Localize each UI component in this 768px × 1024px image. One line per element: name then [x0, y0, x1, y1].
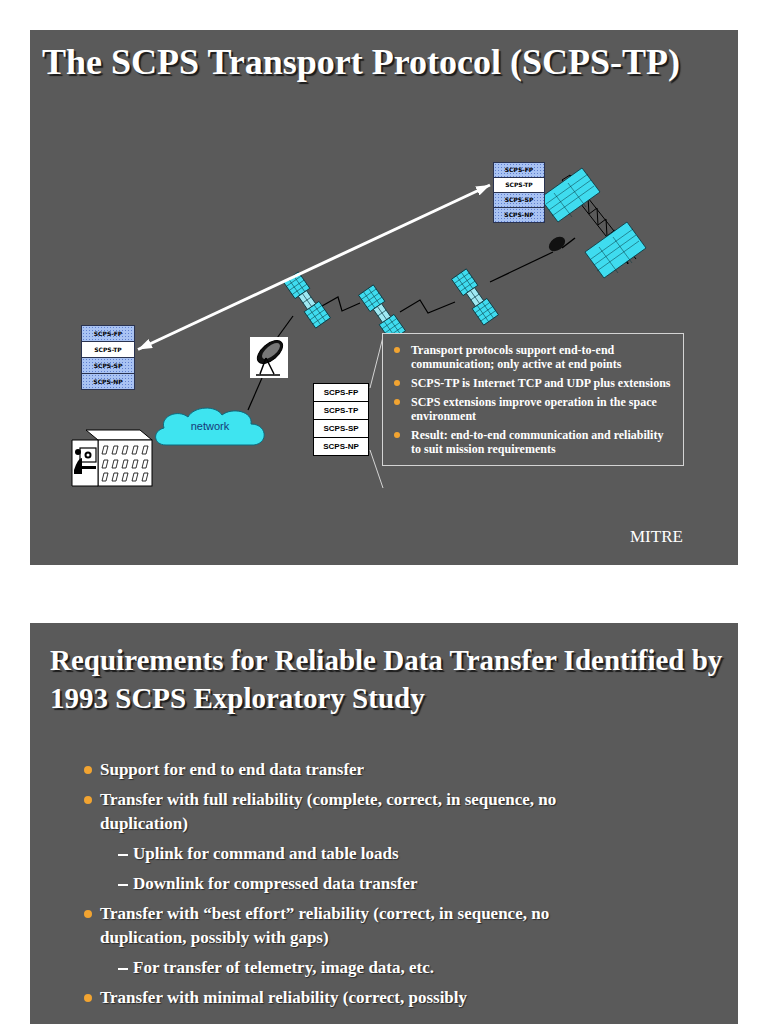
bullet-text: Transfer with “best effort” reliability … [100, 902, 625, 950]
connector-layer [30, 30, 738, 565]
bullet-text: Transfer with full reliability (complete… [100, 788, 625, 836]
callout-bullet: SCPS-TP is Internet TCP and UDP plus ext… [411, 376, 671, 390]
callout-box: Transport protocols support end-to-end c… [382, 333, 684, 466]
double-arrow [138, 185, 490, 350]
protocol-layer-box: SCPS-FP [313, 383, 369, 402]
sub-bullet-text: Uplink for command and table loads [133, 842, 633, 866]
protocol-layer-box: SCPS-NP [313, 437, 369, 456]
callout-bullet: Transport protocols support end-to-end c… [411, 343, 671, 371]
layer-label: SCPS-NP [91, 379, 124, 385]
protocol-layer-box: SCPS-NP [81, 373, 135, 390]
bullet-list: Support for end to end data transferTran… [100, 758, 720, 1016]
layer-label: SCPS-TP [321, 407, 362, 415]
layer-label: SCPS-SP [320, 425, 361, 433]
network-cloud: network [150, 405, 270, 447]
slide-panel: Requirements for Reliable Data Transfer … [30, 623, 738, 1024]
protocol-layer-box: SCPS-TP [493, 177, 545, 193]
layer-label: SCPS-NP [320, 443, 362, 451]
cloud-label: network [191, 421, 230, 432]
slide-title: The SCPS Transport Protocol (SCPS-TP) [42, 40, 702, 84]
sub-bullet-text: For transfer of telemetry, image data, e… [133, 956, 633, 980]
layer-label: SCPS-FP [92, 331, 124, 337]
protocol-layer-box: SCPS-FP [81, 325, 135, 342]
layer-label: SCPS-NP [502, 212, 535, 218]
footer-label: MITRE [630, 527, 683, 547]
layer-label: SCPS-FP [321, 389, 362, 397]
protocol-layer-box: SCPS-TP [313, 401, 369, 420]
network-illustration [30, 30, 738, 565]
protocol-layer-box: SCPS-NP [493, 207, 545, 223]
layer-label: SCPS-SP [92, 363, 125, 369]
bullet-text: Support for end to end data transfer [100, 758, 625, 782]
callout-bullet: SCPS extensions improve operation in the… [411, 395, 671, 423]
protocol-layer-box: SCPS-SP [313, 419, 369, 438]
callout-bullet: Result: end-to-end communication and rel… [411, 428, 671, 456]
layer-label: SCPS-TP [92, 347, 124, 353]
protocol-layer-box: SCPS-TP [81, 341, 135, 358]
layer-label: SCPS-TP [503, 182, 535, 188]
sub-bullet-text: Downlink for compressed data transfer [133, 872, 633, 896]
layer-label: SCPS-FP [503, 167, 535, 173]
protocol-layer-box: SCPS-SP [493, 192, 545, 208]
bullet-text: Transfer with minimal reliability (corre… [100, 986, 625, 1010]
protocol-layer-box: SCPS-FP [493, 162, 545, 178]
protocol-layer-box: SCPS-SP [81, 357, 135, 374]
slide-panel: The SCPS Transport Protocol (SCPS-TP) SCP… [30, 30, 738, 565]
layer-label: SCPS-SP [503, 197, 536, 203]
slide-title: Requirements for Reliable Data Transfer … [50, 641, 738, 717]
